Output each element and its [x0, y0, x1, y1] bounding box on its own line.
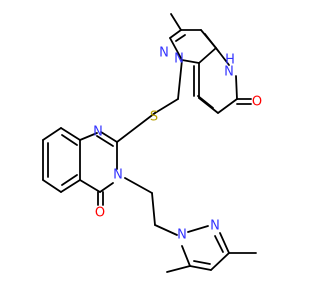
- atom-label-hydrogen: H: [225, 53, 235, 68]
- bond: [61, 134, 78, 146]
- bond: [42, 127, 62, 141]
- bond: [217, 98, 238, 114]
- atom-label-nitrogen: N: [224, 65, 234, 80]
- bond: [154, 224, 178, 236]
- molecule-structure-diagram: N N N H O S N N O N N: [42, 13, 262, 273]
- atom-label-nitrogen: N: [159, 46, 169, 61]
- bond: [177, 59, 183, 100]
- bonds: [42, 13, 257, 273]
- bond: [219, 232, 230, 254]
- bond: [169, 29, 182, 39]
- bond: [198, 47, 217, 64]
- atom-label-oxygen: O: [252, 95, 262, 110]
- bond: [124, 177, 153, 194]
- bond: [181, 59, 200, 64]
- bond: [210, 252, 230, 271]
- bond: [181, 245, 191, 267]
- atom-label-oxygen: O: [95, 206, 105, 221]
- bond: [60, 179, 81, 193]
- atom-label-nitrogen: N: [177, 228, 187, 243]
- bond: [189, 265, 212, 271]
- bond: [151, 192, 156, 226]
- bond: [116, 112, 156, 143]
- bond: [214, 235, 224, 253]
- atom-label-sulfur: S: [150, 110, 158, 125]
- atom-label-nitrogen: N: [113, 168, 123, 183]
- bond: [166, 265, 191, 273]
- bond: [193, 260, 211, 265]
- bond: [99, 182, 114, 193]
- bond: [175, 34, 186, 42]
- bond: [100, 131, 118, 143]
- bond: [79, 179, 101, 193]
- bond: [79, 132, 98, 141]
- bond: [154, 98, 179, 114]
- bond: [96, 135, 114, 147]
- bond: [61, 174, 78, 186]
- bond: [60, 127, 81, 141]
- bond: [187, 225, 209, 233]
- bond: [169, 37, 183, 61]
- atom-label-nitrogen: N: [174, 52, 184, 67]
- bond: [197, 95, 214, 109]
- bond: [170, 13, 182, 31]
- atom-label-nitrogen: N: [93, 125, 103, 140]
- atom-labels: N N N H O S N N O N N: [93, 46, 262, 243]
- bond: [42, 179, 62, 193]
- atom-label-nitrogen: N: [210, 219, 220, 234]
- bond: [215, 47, 230, 66]
- bond: [235, 75, 238, 100]
